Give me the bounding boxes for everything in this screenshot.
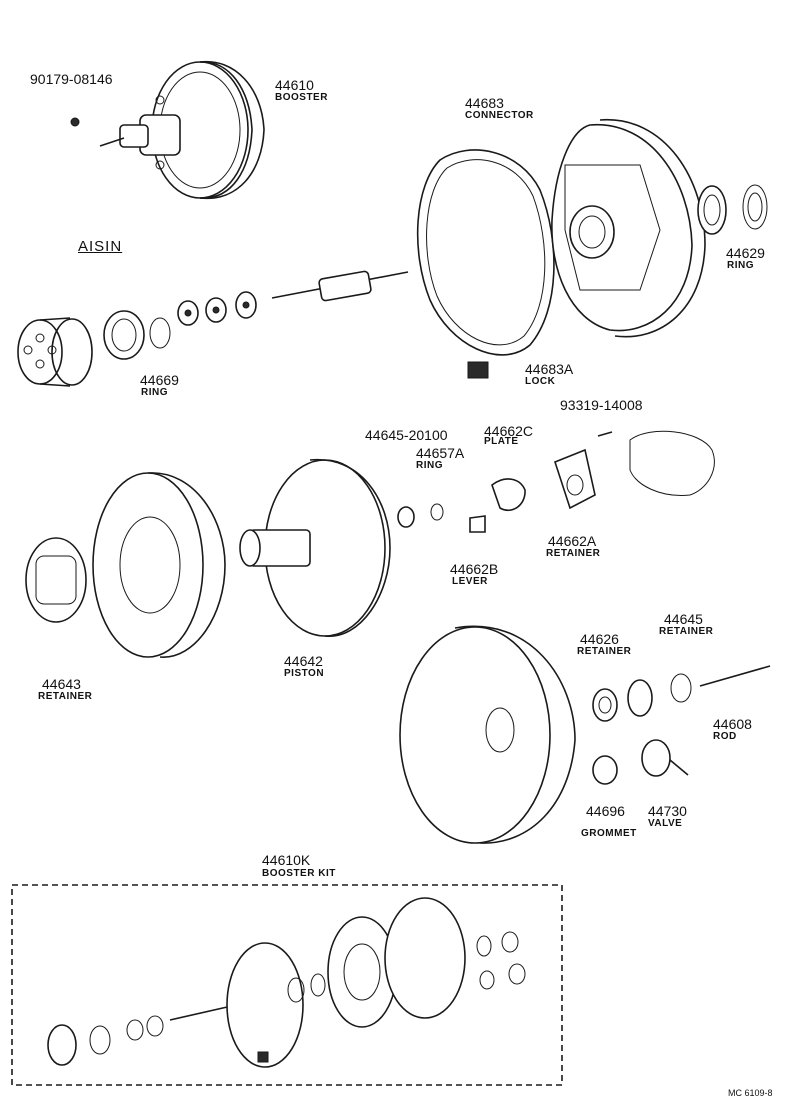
part-number-44626: 44626 xyxy=(580,631,619,647)
brand-label: AISIN xyxy=(78,238,123,255)
lower-shell-drawing xyxy=(399,625,771,844)
part-number-44696: 44696 xyxy=(586,803,625,819)
part-name-44683: CONNECTOR xyxy=(465,110,534,121)
valve-body-stack-drawing xyxy=(17,270,409,387)
booster-assembly-drawing xyxy=(70,60,265,200)
part-number-44662c: 44662C xyxy=(484,423,534,439)
part-number-44662b: 44662B xyxy=(450,561,499,577)
part-name-44669: RING xyxy=(141,387,168,398)
part-number-44608: 44608 xyxy=(713,716,752,732)
part-name-44683a: LOCK xyxy=(525,376,556,387)
part-number-44669: 44669 xyxy=(140,372,179,388)
part-number-44643: 44643 xyxy=(42,676,81,692)
part-number-44683: 44683 xyxy=(465,95,504,111)
part-name-44645: RETAINER xyxy=(659,626,714,637)
part-name-44642: PISTON xyxy=(284,668,325,679)
connector-ring-drawing xyxy=(416,149,555,379)
small-parts-drawing xyxy=(397,430,715,533)
part-name-44730: VALVE xyxy=(648,818,683,829)
part-number-44642: 44642 xyxy=(284,653,323,669)
part-name-44696: GROMMET xyxy=(581,828,637,839)
part-number-44610k: 44610K xyxy=(262,852,311,868)
front-shell-drawing xyxy=(551,119,768,338)
part-name-44657a: RING xyxy=(416,460,443,471)
rear-shell-drawing xyxy=(25,458,391,658)
part-name-44662a: RETAINER xyxy=(546,548,601,559)
part-number-90179: 90179-08146 xyxy=(30,71,113,87)
part-number-44610: 44610 xyxy=(275,77,314,93)
part-number-44683a: 44683A xyxy=(525,361,574,377)
part-name-44643: RETAINER xyxy=(38,691,93,702)
part-name-44610: BOOSTER xyxy=(275,92,328,103)
part-name-44662c: PLATE xyxy=(484,436,519,447)
part-number-44657a: 44657A xyxy=(416,445,465,461)
part-name-44626: RETAINER xyxy=(577,646,632,657)
part-number-44645-20100: 44645-20100 xyxy=(365,427,448,443)
part-number-93319: 93319-14008 xyxy=(560,397,643,413)
part-number-44730: 44730 xyxy=(648,803,687,819)
part-number-44645: 44645 xyxy=(664,611,703,627)
booster-kit-frame xyxy=(11,884,563,1086)
drawing-reference: MC 6109-8 xyxy=(728,1088,773,1098)
part-name-44608: ROD xyxy=(713,731,737,742)
part-name-44629: RING xyxy=(727,260,754,271)
part-name-44662b: LEVER xyxy=(452,576,488,587)
part-number-44662a: 44662A xyxy=(548,533,597,549)
part-name-44610k: BOOSTER KIT xyxy=(262,868,336,879)
part-number-44629: 44629 xyxy=(726,245,765,261)
